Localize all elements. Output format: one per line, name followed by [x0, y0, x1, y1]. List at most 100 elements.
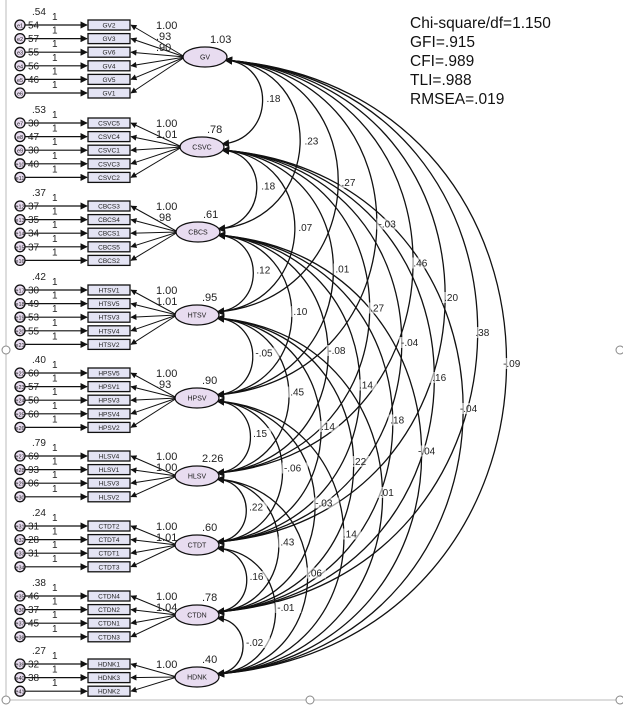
indicator-gv4[interactable] — [87, 60, 131, 72]
indicator-htsv1[interactable] — [87, 284, 131, 296]
indicator-htsv4[interactable] — [87, 325, 131, 337]
latent-label: CTDT — [188, 543, 207, 550]
indicator-htsv3[interactable] — [87, 311, 131, 323]
indicator-gv5[interactable] — [87, 73, 131, 86]
factor-loading: 1.00 — [156, 521, 177, 533]
loading-path — [130, 396, 178, 403]
resize-handle[interactable] — [1, 345, 11, 355]
error-label: e36 — [15, 608, 24, 614]
error-term-e18 — [14, 297, 26, 310]
indicator-hpsv3[interactable] — [87, 394, 131, 406]
indicator-hpsv1[interactable] — [87, 380, 131, 393]
indicator-hpsv4[interactable] — [87, 408, 131, 420]
indicator-cbcs5[interactable] — [87, 241, 131, 253]
error-term-e1 — [14, 19, 26, 31]
indicator-hpsv2[interactable] — [87, 421, 131, 434]
indicator-hpsv5[interactable] — [87, 367, 131, 379]
indicator-gv1[interactable] — [87, 87, 131, 99]
error-variance-value: 28 — [28, 535, 40, 546]
error-path-coefficient: 1 — [52, 513, 58, 524]
latent-hdnk[interactable] — [174, 666, 220, 688]
covariance-arc-hlsv-ctdt — [216, 475, 247, 546]
error-path-coefficient: 1 — [52, 443, 58, 454]
covariance-label-bg — [340, 528, 361, 540]
latent-ctdt[interactable] — [174, 534, 220, 556]
indicator-label: HPSV5 — [98, 371, 120, 378]
covariance-arc-csvc-cbcs — [217, 146, 258, 233]
indicator-ctdn3[interactable] — [87, 631, 131, 643]
error-label: e24 — [15, 399, 24, 405]
indicator-gv2[interactable] — [87, 19, 131, 31]
error-label: e37 — [15, 622, 24, 628]
covariance-label-bg — [350, 456, 371, 467]
indicator-gv6[interactable] — [87, 46, 131, 58]
indicator-gv3[interactable] — [87, 32, 131, 45]
indicator-csvc4[interactable] — [87, 130, 131, 143]
latent-htsv[interactable] — [174, 304, 220, 326]
covariance-label-bg — [302, 135, 323, 147]
indicator-csvc3[interactable] — [87, 158, 131, 170]
indicator-hdnk1[interactable] — [87, 658, 131, 670]
latent-cbcs[interactable] — [175, 221, 221, 243]
error-label: e12 — [15, 205, 24, 211]
indicator-cbcs1[interactable] — [87, 227, 131, 239]
indicator-label: CTDT3 — [99, 564, 120, 571]
latent-hlsv[interactable] — [174, 465, 220, 487]
error-path-coefficient: 1 — [52, 80, 58, 91]
indicator-ctdt2[interactable] — [87, 520, 131, 532]
error-path-coefficient: 1 — [52, 360, 58, 371]
fit-gfi: GFI=.915 — [410, 34, 476, 51]
latent-gv[interactable] — [182, 46, 228, 68]
indicator-csvc5[interactable] — [87, 117, 131, 129]
indicator-label: CSVC1 — [98, 148, 120, 155]
covariance-value: .23 — [304, 137, 318, 148]
indicator-ctdt1[interactable] — [87, 547, 131, 559]
covariance-arc-ctdt-ctdn — [216, 544, 248, 616]
indicator-hlsv3[interactable] — [87, 477, 131, 489]
error-label: e28 — [15, 468, 24, 474]
indicator-ctdt3[interactable] — [87, 561, 131, 573]
covariance-value: .14 — [321, 422, 335, 433]
latent-hpsv[interactable] — [174, 387, 220, 409]
covariance-arc-htsv-hpsv — [216, 314, 254, 399]
error-label: e17 — [15, 289, 24, 295]
indicator-hdnk3[interactable] — [87, 671, 131, 684]
indicator-hlsv2[interactable] — [87, 491, 131, 503]
error-path-coefficient: 1 — [52, 651, 58, 662]
error-term-e21 — [14, 338, 26, 351]
indicator-ctdn4[interactable] — [87, 590, 131, 602]
latent-ctdn[interactable] — [174, 604, 220, 626]
loading-path — [130, 218, 179, 233]
error-variance-value: 57 — [28, 34, 40, 45]
indicator-label: HPSV4 — [98, 411, 120, 418]
error-term-e30 — [14, 491, 26, 503]
indicator-cbcs2[interactable] — [87, 254, 131, 267]
indicator-ctdn2[interactable] — [87, 603, 131, 616]
latent-csvc[interactable] — [179, 136, 225, 158]
indicator-label: HLSV1 — [99, 467, 120, 474]
indicator-ctdt4[interactable] — [87, 533, 131, 546]
indicator-htsv2[interactable] — [87, 338, 131, 351]
resize-handle[interactable] — [615, 695, 623, 705]
resize-handle[interactable] — [305, 695, 315, 705]
resize-handle[interactable] — [1, 695, 11, 705]
indicator-htsv5[interactable] — [87, 297, 131, 310]
indicator-hdnk2[interactable] — [87, 685, 131, 697]
resize-handle[interactable] — [615, 345, 623, 355]
covariance-value: -.04 — [418, 447, 436, 458]
error-variance-value: 50 — [28, 396, 40, 407]
indicator-cbcs4[interactable] — [87, 213, 131, 226]
error-variance-value: 37 — [28, 605, 40, 616]
covariance-label-bg — [306, 567, 327, 579]
indicator-csvc1[interactable] — [87, 144, 131, 156]
error-path-coefficient: 1 — [52, 247, 58, 258]
indicator-ctdn1[interactable] — [87, 617, 131, 629]
loading-path — [130, 544, 178, 556]
indicator-cbcs3[interactable] — [87, 200, 131, 212]
indicator-hlsv4[interactable] — [87, 450, 131, 462]
error-variance-value: 37 — [28, 242, 40, 253]
indicator-hlsv1[interactable] — [87, 463, 131, 476]
indicator-csvc2[interactable] — [87, 171, 131, 184]
